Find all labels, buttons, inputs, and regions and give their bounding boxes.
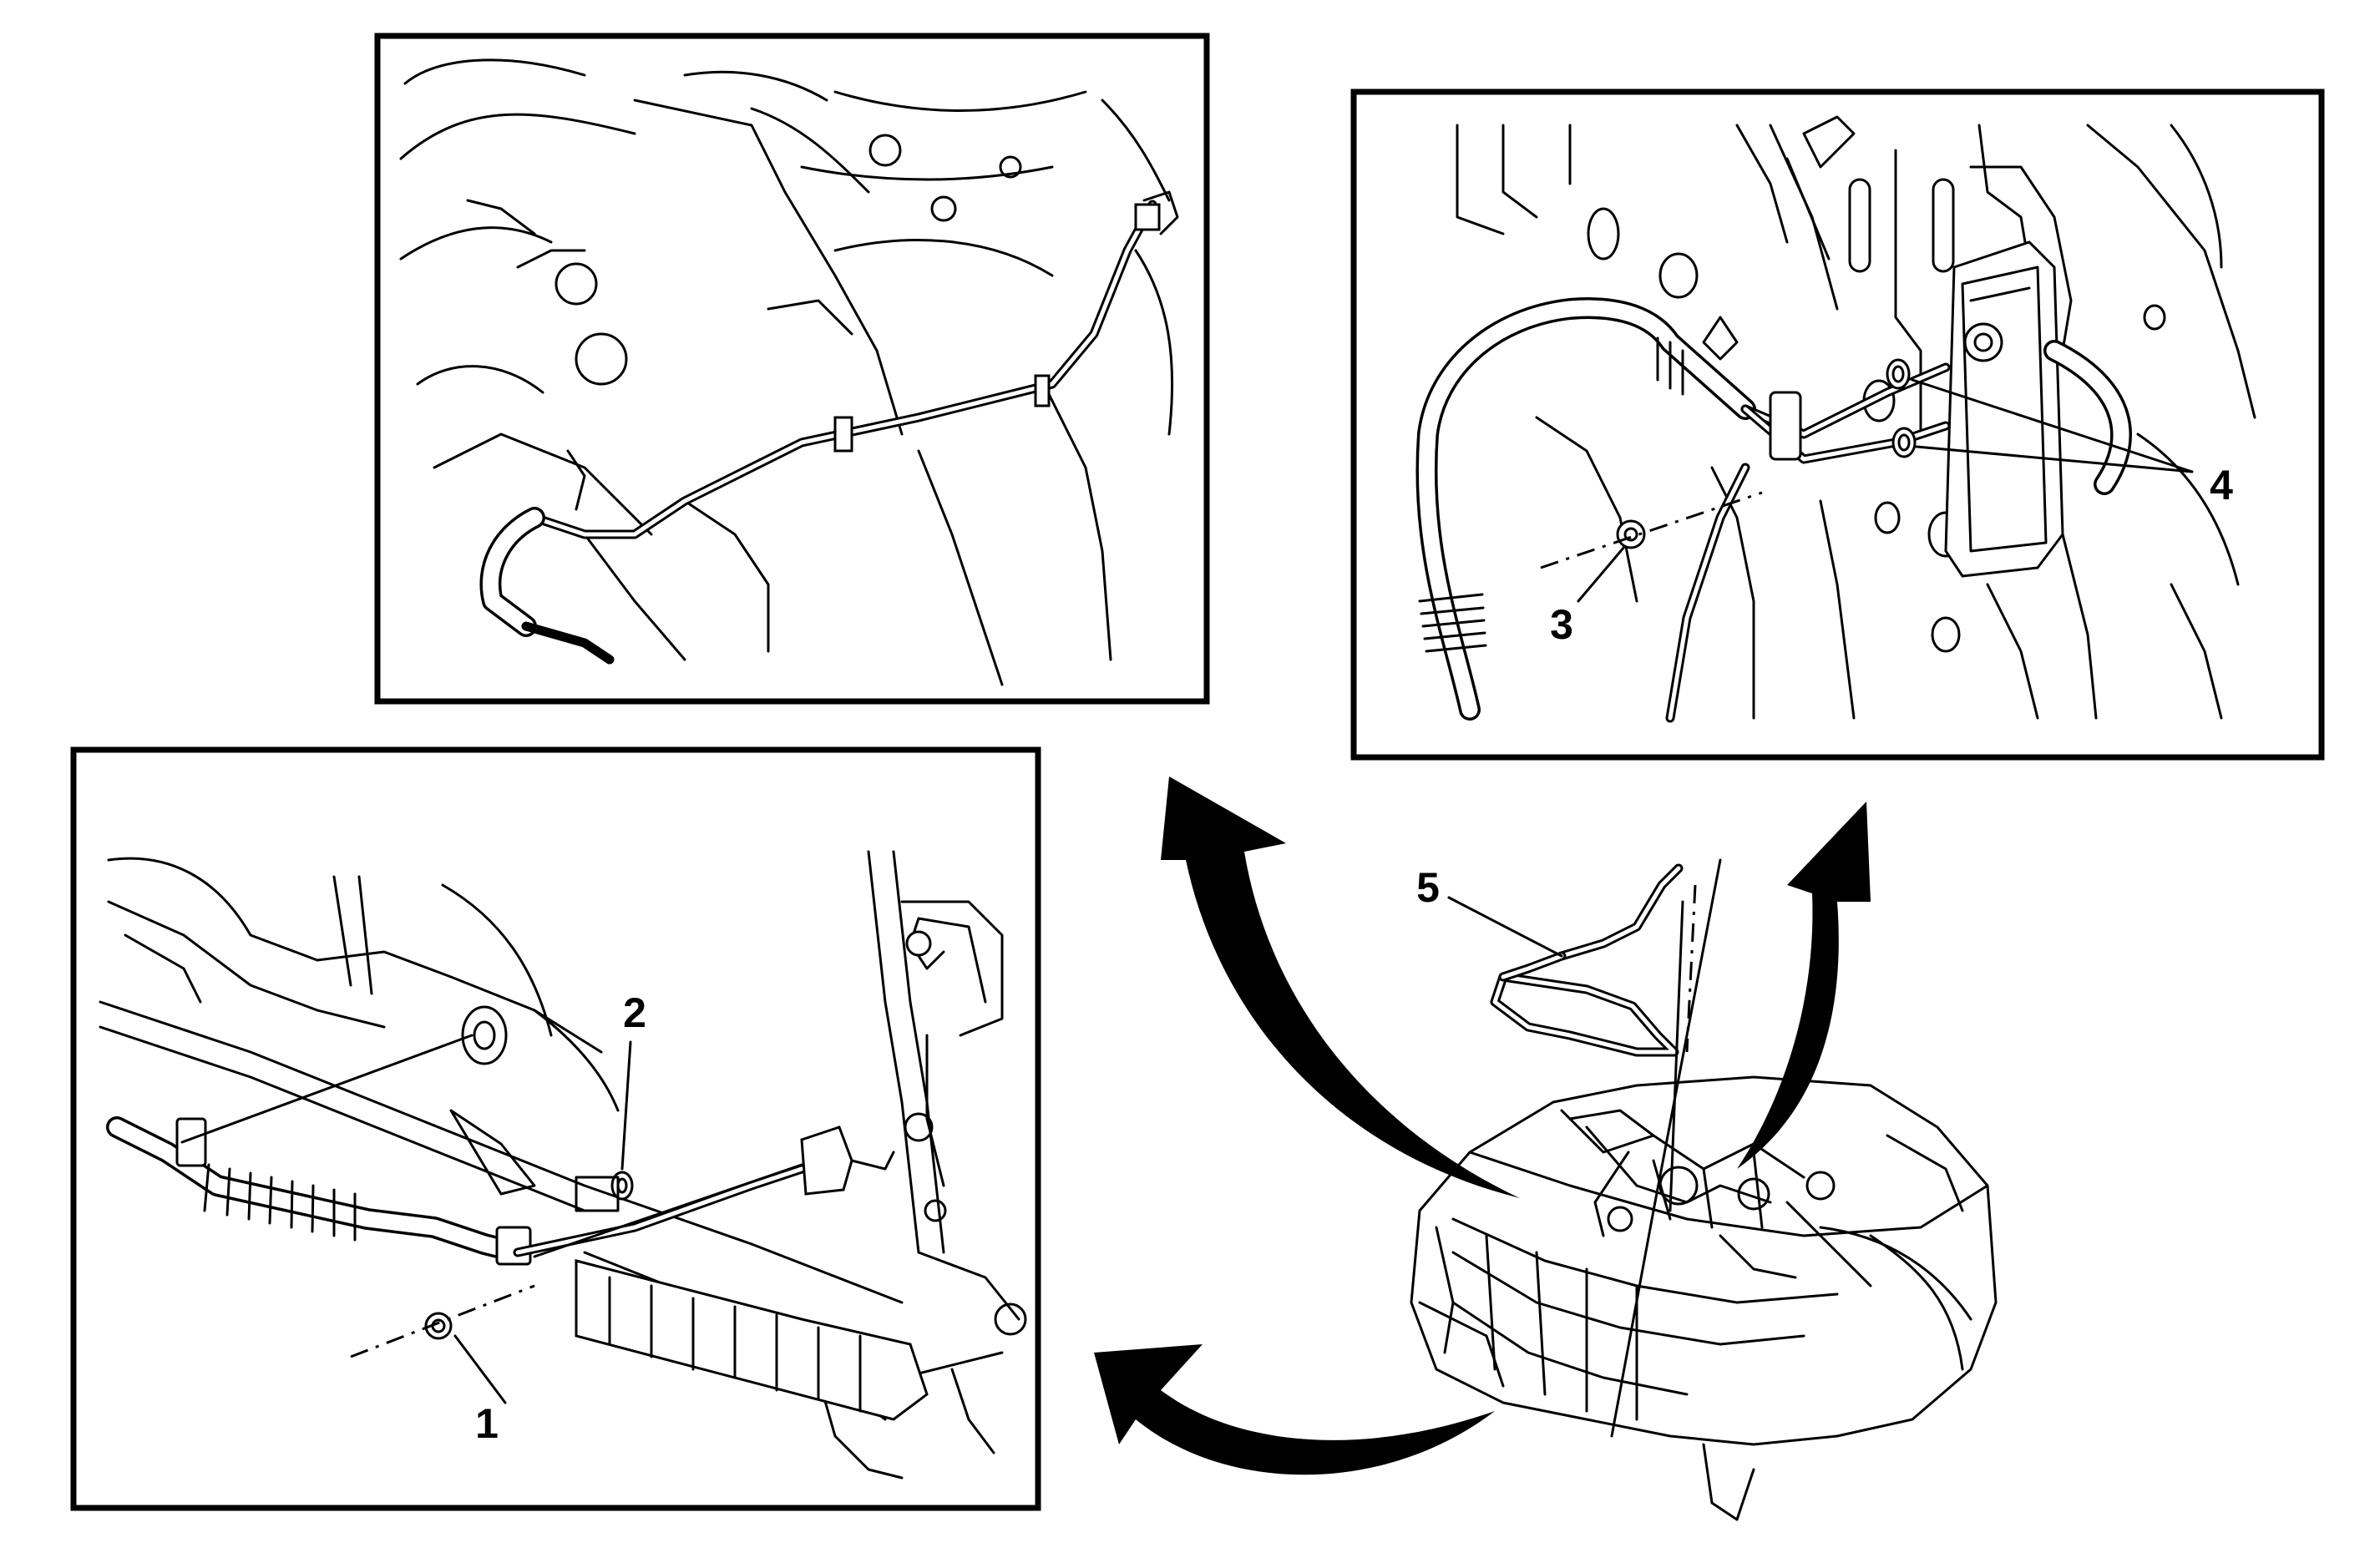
arrow-to-bottom-left [1094,1344,1495,1475]
overview-section-lines [1610,858,1722,1438]
callout-3: 3 [1550,601,1573,648]
inset-top-right-body-structure [1456,115,2256,720]
callout-1: 1 [475,1400,499,1447]
inset-top-center [374,33,1210,705]
overview-ac-line [1490,863,1684,1057]
inset-top-center-ac-line [479,190,1179,665]
inset-bottom-left-condenser [575,1259,929,1421]
vehicle-overview [1410,1075,1998,1521]
leader-lines-top-right [1577,378,2194,603]
arrow-to-top-right [1737,802,1871,1169]
inset-top-right-fasteners [1540,358,1917,569]
inset-bottom-left-ac-line [106,1116,895,1266]
inset-bottom-left-fasteners [350,1171,634,1358]
callout-4: 4 [2210,462,2233,508]
inset-bottom-left [70,746,1041,1511]
callout-2: 2 [623,989,646,1036]
callout-5: 5 [1416,864,1440,911]
leader-5 [1447,896,1563,958]
inset-top-right [1350,89,2325,761]
arrow-to-top-center [1161,776,1520,1198]
inset-top-center-body-structure [399,58,1174,686]
inset-top-right-ac-line [1415,297,1951,723]
leader-lines-bottom-left [180,1034,803,1404]
